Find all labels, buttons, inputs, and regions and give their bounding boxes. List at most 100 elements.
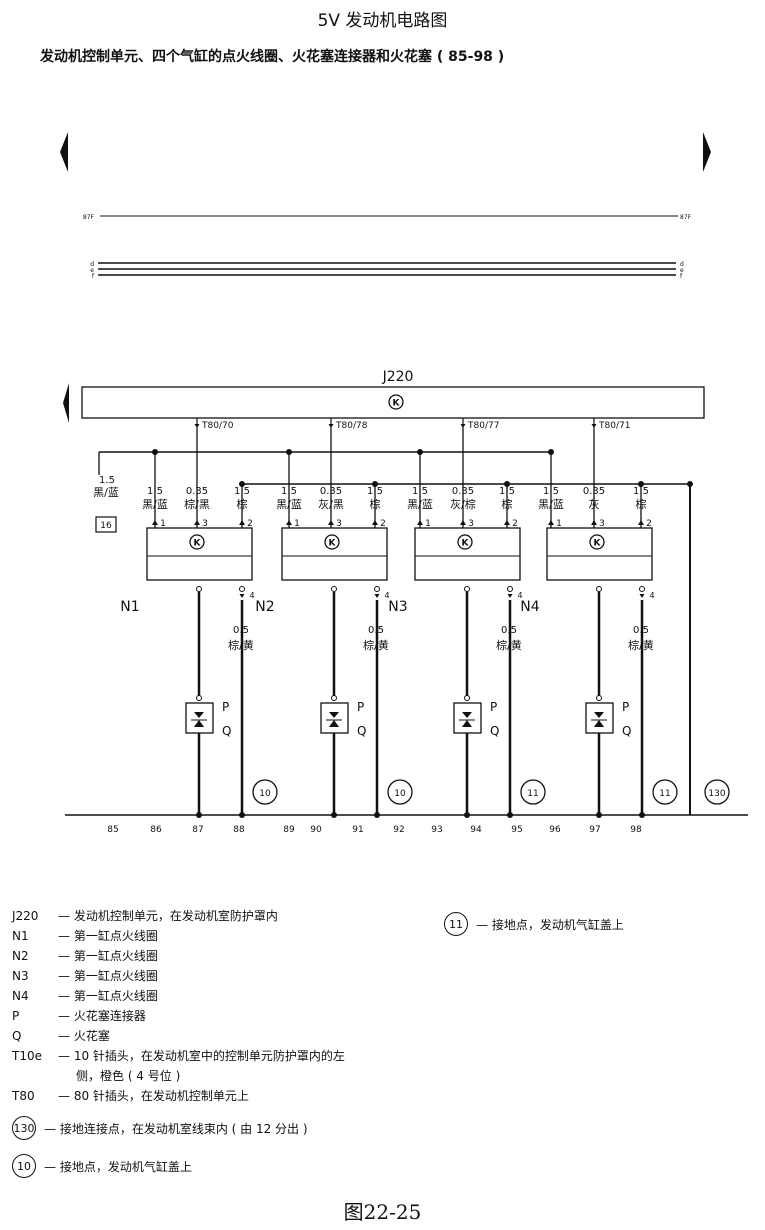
coil-k-symbol-icon — [457, 534, 473, 550]
ground-point-icon: 130 — [12, 1116, 36, 1140]
legend-code: N4 — [12, 989, 29, 1003]
coil-box — [546, 527, 653, 581]
pin-number: 3 — [202, 519, 208, 529]
ecu-pin-label: T80/77 — [467, 421, 499, 431]
wire-gauge: 1.5 — [281, 486, 297, 497]
track-number: 85 — [107, 825, 118, 835]
legend-code: Q — [12, 1029, 22, 1043]
coil-box — [281, 527, 388, 581]
track-number: 95 — [511, 825, 522, 835]
pin-arrow-icon — [239, 594, 245, 598]
plug-label: Q — [357, 724, 366, 738]
legend-text: — 火花塞连接器 — [58, 1009, 146, 1023]
coil-name: N1 — [120, 599, 139, 615]
legend-ground-11-text: — 接地点，发动机气缸盖上 — [476, 917, 624, 932]
bus-label-d-left: d — [90, 261, 94, 268]
junction-dot — [464, 812, 470, 818]
junction-dot — [239, 812, 245, 818]
wire-gauge: 0.35 — [320, 486, 342, 497]
wire-color: 黑/蓝 — [407, 498, 433, 511]
left-wire-color: 黑/蓝 — [93, 486, 119, 499]
pin-arrow-icon — [328, 520, 334, 525]
ground-point-icon — [387, 779, 413, 805]
track-number: 98 — [630, 825, 642, 835]
pin-number: 2 — [512, 519, 518, 529]
terminal-dot — [196, 586, 202, 592]
ground-point-label: 11 — [527, 789, 538, 799]
junction-dot — [639, 812, 645, 818]
wire-color: 棕/黑 — [184, 497, 210, 511]
connector-16-label: 16 — [100, 521, 112, 531]
pin-arrow-icon — [194, 520, 200, 525]
pin-arrow-icon — [194, 424, 200, 428]
line-87f-label-left: 87F — [83, 214, 95, 221]
wire-gauge: 1.5 — [367, 486, 383, 497]
coil-name: N2 — [255, 599, 274, 615]
coil-k-symbol-icon — [324, 534, 340, 550]
legend-row: Q— 火花塞 — [12, 1026, 345, 1046]
legend-code: P — [12, 1009, 20, 1023]
pin-arrow-icon — [152, 520, 158, 525]
wire-color: 棕 — [237, 497, 248, 511]
coil-name: N4 — [520, 599, 539, 615]
plug-arrow-icon — [462, 712, 472, 718]
junction-dot — [331, 812, 337, 818]
plug-label: Q — [490, 724, 499, 738]
diagram-subtitle: 发动机控制单元、四个气缸的点火线圈、火花塞连接器和火花塞 ( 85-98 ) — [40, 49, 505, 65]
pin-arrow-icon — [374, 594, 380, 598]
track-number: 89 — [283, 825, 295, 835]
line-87f-label-right: 87F — [680, 214, 692, 221]
plug-connector-label: P — [490, 700, 497, 714]
wire-color: 棕 — [636, 497, 647, 511]
track-number: 87 — [192, 825, 203, 835]
k-symbol-letter: K — [594, 539, 602, 549]
pin-number: 1 — [160, 519, 166, 529]
legend-row: P — 火花塞连接器 — [12, 1006, 345, 1026]
pin-number: 4 — [249, 591, 254, 600]
wire-gauge: 0.5 — [633, 625, 649, 636]
pin-arrow-icon — [460, 424, 466, 428]
legend-text: — 第一缸点火线圈 — [58, 989, 158, 1003]
wire-color: 棕/黄 — [628, 638, 654, 652]
pin-number: 1 — [556, 519, 562, 529]
wire-gauge: 1.5 — [234, 486, 250, 497]
terminal-dot — [331, 695, 337, 701]
ground-130-icon — [704, 779, 730, 805]
terminal-dot — [464, 695, 470, 701]
ground-point-icon: 11 — [444, 912, 468, 936]
ecu-pin-label: T80/70 — [201, 421, 234, 431]
ecu-continuation-arrow-icon — [63, 383, 69, 423]
bus-label-e-right: e — [680, 267, 684, 274]
legend-code: T10e — [12, 1049, 42, 1063]
pin-number: 4 — [384, 591, 389, 600]
terminal-dot — [596, 695, 602, 701]
terminal-dot — [464, 586, 470, 592]
wire-color: 黑/蓝 — [538, 498, 564, 511]
wire-gauge: 0.35 — [186, 486, 208, 497]
plug-arrow-icon — [594, 720, 604, 727]
ecu-k-symbol-icon — [388, 394, 404, 410]
wire-gauge: 0.35 — [452, 486, 474, 497]
spark-plug-box — [320, 702, 349, 734]
legend-row: 侧，橙色 ( 4 号位 ) — [12, 1066, 345, 1086]
legend-code: T80 — [12, 1089, 35, 1103]
pin-arrow-icon — [372, 520, 378, 525]
next-page-arrow-icon — [703, 132, 711, 172]
ground-point-icon — [520, 779, 546, 805]
pin-arrow-icon — [639, 594, 645, 598]
wire-gauge: 0.5 — [233, 625, 249, 636]
ecu-pin-label: T80/78 — [335, 421, 368, 431]
wire-color: 棕/黄 — [228, 638, 254, 652]
track-number: 88 — [233, 825, 245, 835]
junction-dot — [196, 812, 202, 818]
coil-name: N3 — [388, 599, 407, 615]
coil-box — [146, 527, 253, 581]
wire-gauge: 1.5 — [543, 486, 559, 497]
pin-number: 4 — [517, 591, 522, 600]
wire-color: 棕 — [502, 497, 513, 511]
track-number: 97 — [589, 825, 600, 835]
ground-point-label: 10 — [259, 789, 271, 799]
pin-number: 2 — [380, 519, 386, 529]
pin-number: 4 — [649, 591, 654, 600]
k-symbol-letter: K — [194, 539, 202, 549]
